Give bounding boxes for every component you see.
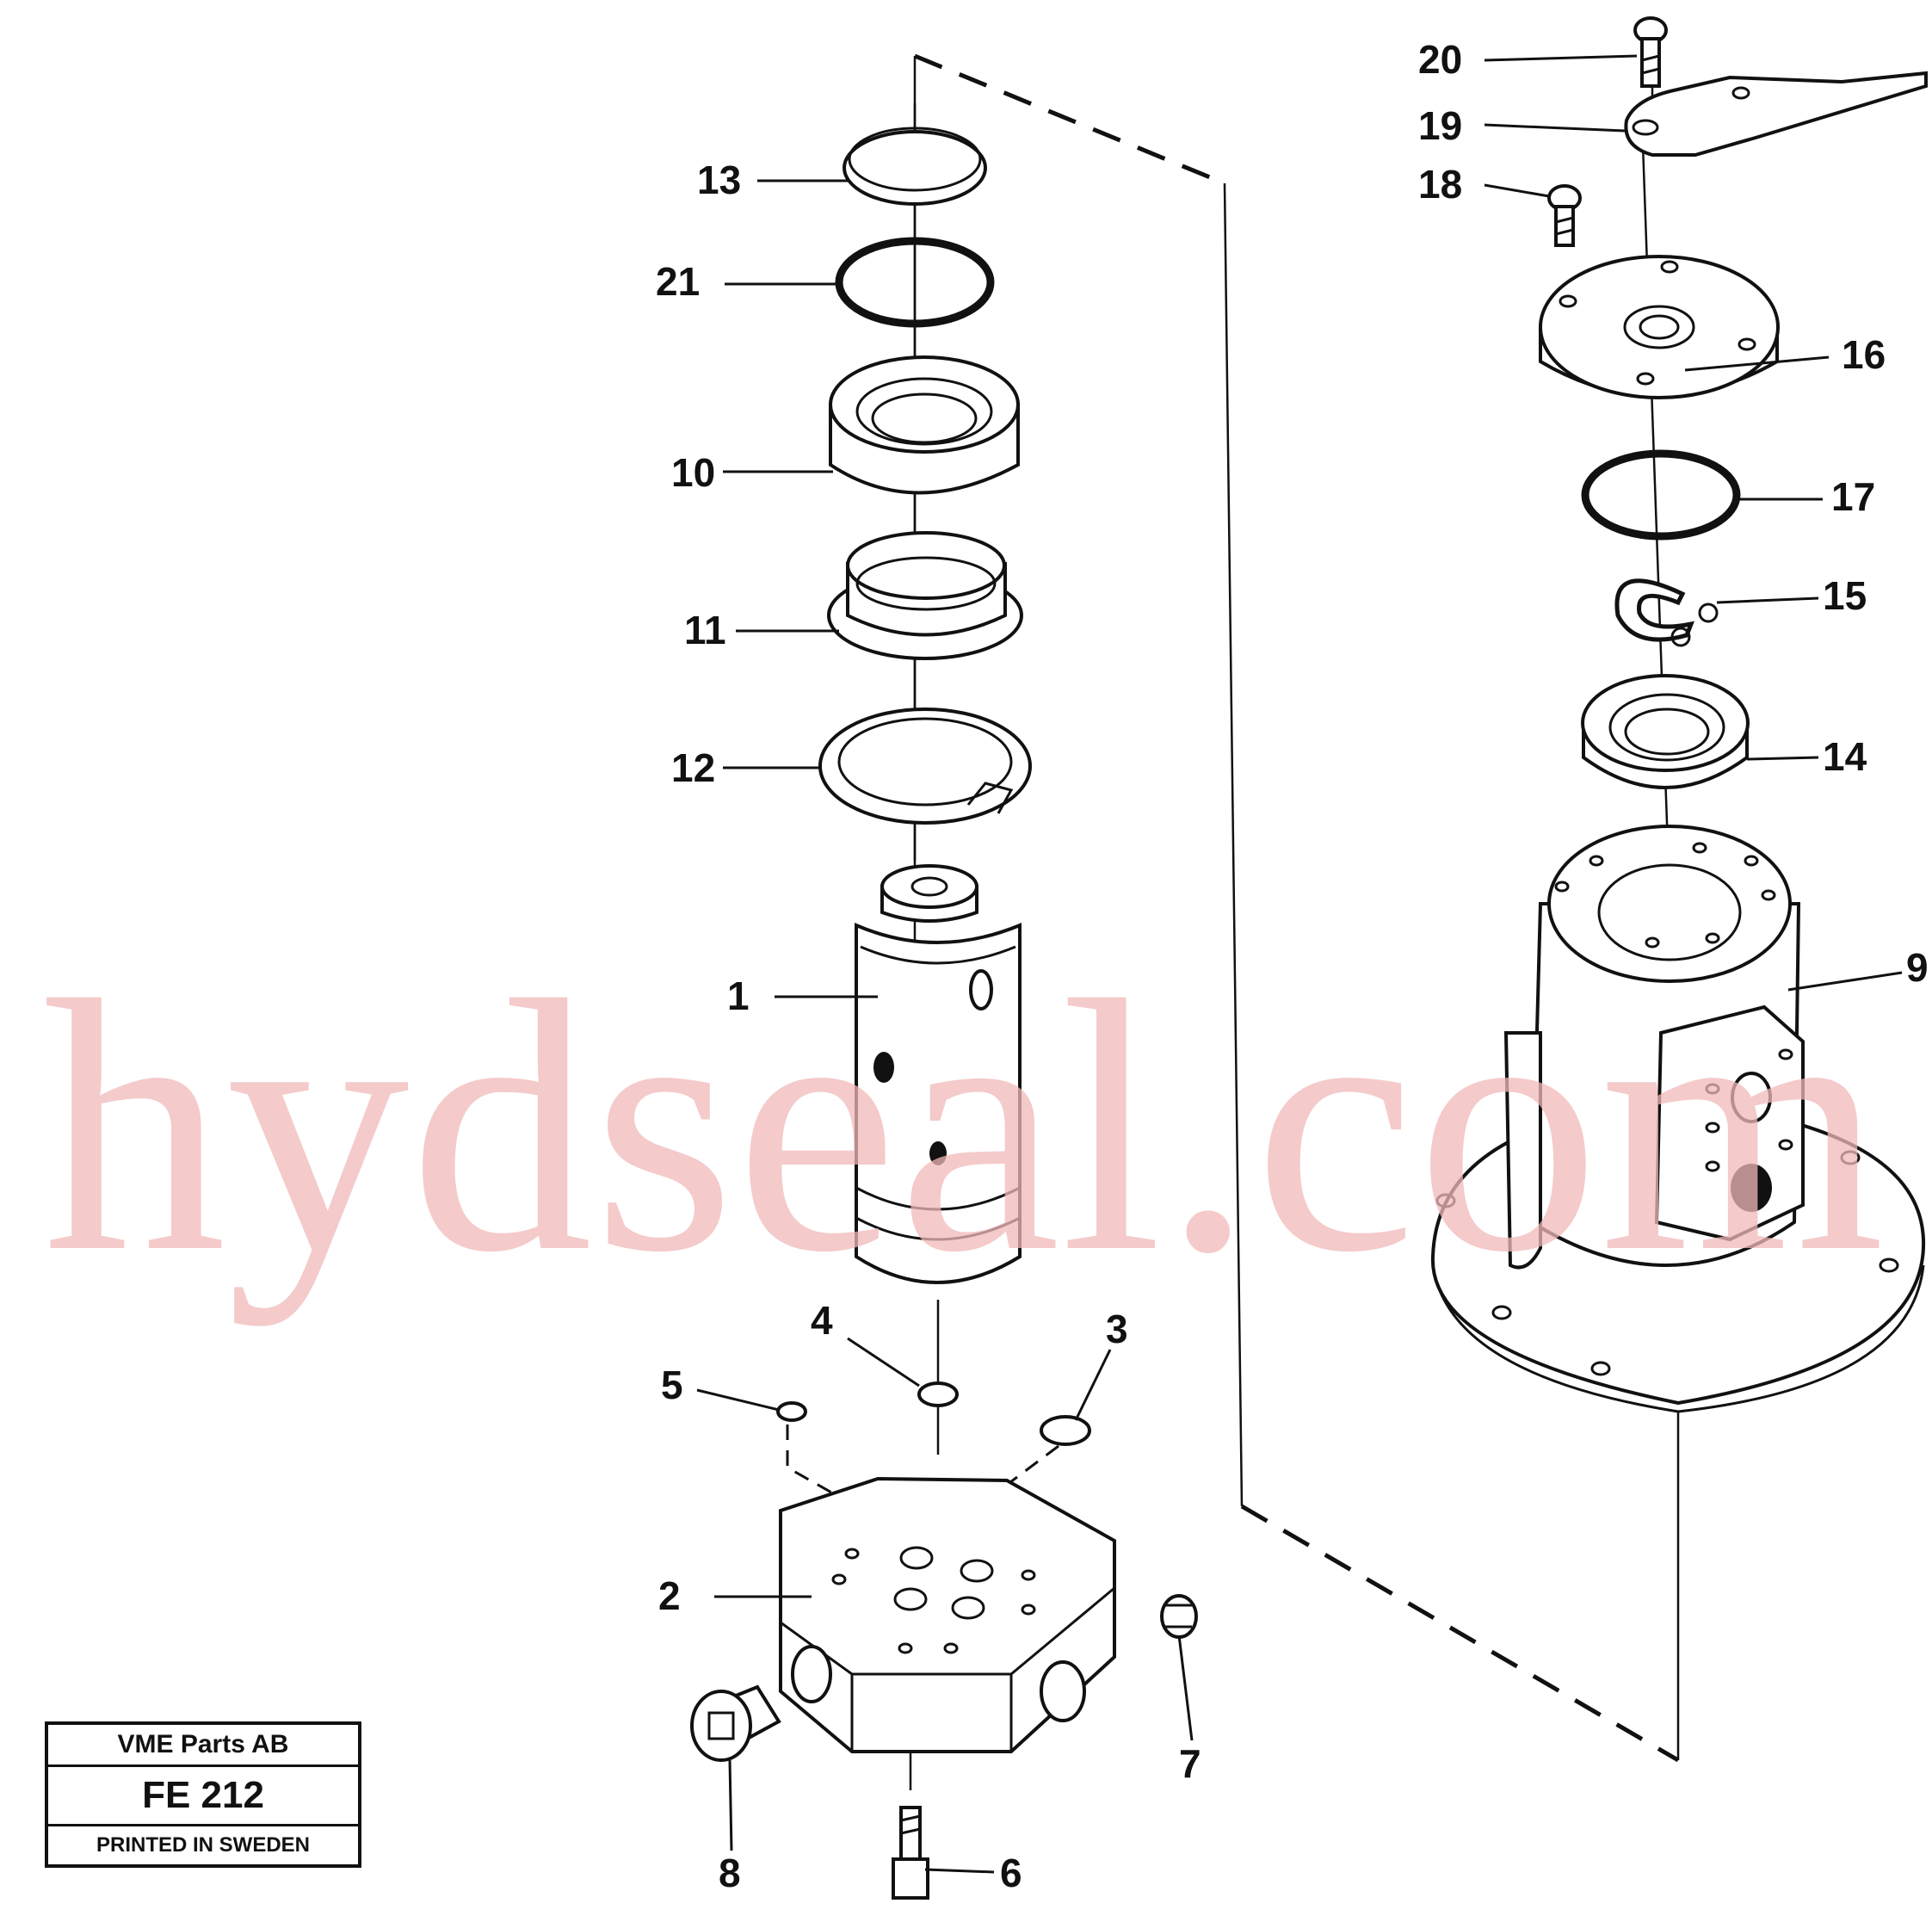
callout-19: 19 — [1418, 103, 1462, 148]
part-12-washer — [818, 708, 1032, 825]
part-3-o-ring — [1040, 1415, 1091, 1446]
callout-6: 6 — [1000, 1851, 1022, 1895]
part-8-plug — [690, 1684, 781, 1762]
part-9-housing — [1430, 825, 1926, 1413]
part-5-o-ring — [776, 1401, 807, 1422]
part-18-bolt — [1547, 184, 1582, 247]
part-4-o-ring — [917, 1381, 959, 1407]
part-14-bearing — [1581, 674, 1750, 789]
callout-15: 15 — [1823, 573, 1867, 618]
callout-16: 16 — [1842, 332, 1886, 377]
part-15-circlip — [1614, 578, 1719, 647]
title-block-printed: PRINTED IN SWEDEN — [96, 1833, 310, 1857]
part-6-screw — [892, 1806, 929, 1900]
part-20-bolt — [1633, 16, 1668, 88]
part-11-sleeve — [827, 531, 1023, 660]
watermark-text: hydseal.com — [43, 926, 1885, 1327]
part-19-lever — [1624, 71, 1928, 157]
part-21-o-ring — [835, 237, 995, 328]
callout-13: 13 — [697, 158, 741, 202]
callout-5: 5 — [661, 1363, 683, 1407]
callout-10: 10 — [671, 450, 715, 495]
part-1-spool — [855, 864, 1022, 1284]
callout-7: 7 — [1179, 1741, 1201, 1786]
part-17-o-ring — [1581, 449, 1741, 541]
callout-14: 14 — [1823, 734, 1867, 779]
callout-8: 8 — [719, 1851, 741, 1895]
title-block-code: FE 212 — [48, 1767, 358, 1826]
part-2-valve-block — [779, 1476, 1116, 1753]
part-7-plug — [1160, 1594, 1198, 1639]
callout-18: 18 — [1418, 162, 1462, 207]
leader-lines — [696, 54, 1903, 1874]
part-16-cover — [1539, 255, 1780, 399]
part-13-ring — [843, 127, 987, 206]
callout-1: 1 — [727, 973, 750, 1018]
callout-2: 2 — [658, 1573, 681, 1618]
part-10-bushing — [829, 355, 1020, 495]
callout-9: 9 — [1906, 945, 1929, 990]
callout-labels: 13 21 10 11 12 1 4 3 5 2 6 7 8 20 19 18 … — [656, 37, 1929, 1895]
callout-11: 11 — [684, 608, 726, 652]
callout-21: 21 — [656, 259, 700, 304]
callout-3: 3 — [1106, 1307, 1128, 1351]
callout-4: 4 — [811, 1298, 833, 1343]
callout-17: 17 — [1831, 474, 1875, 519]
callout-20: 20 — [1418, 37, 1462, 82]
title-block-company: VME Parts AB — [48, 1725, 358, 1767]
callout-12: 12 — [671, 745, 715, 790]
title-block: VME Parts AB FE 212 PRINTED IN SWEDEN — [45, 1721, 361, 1868]
